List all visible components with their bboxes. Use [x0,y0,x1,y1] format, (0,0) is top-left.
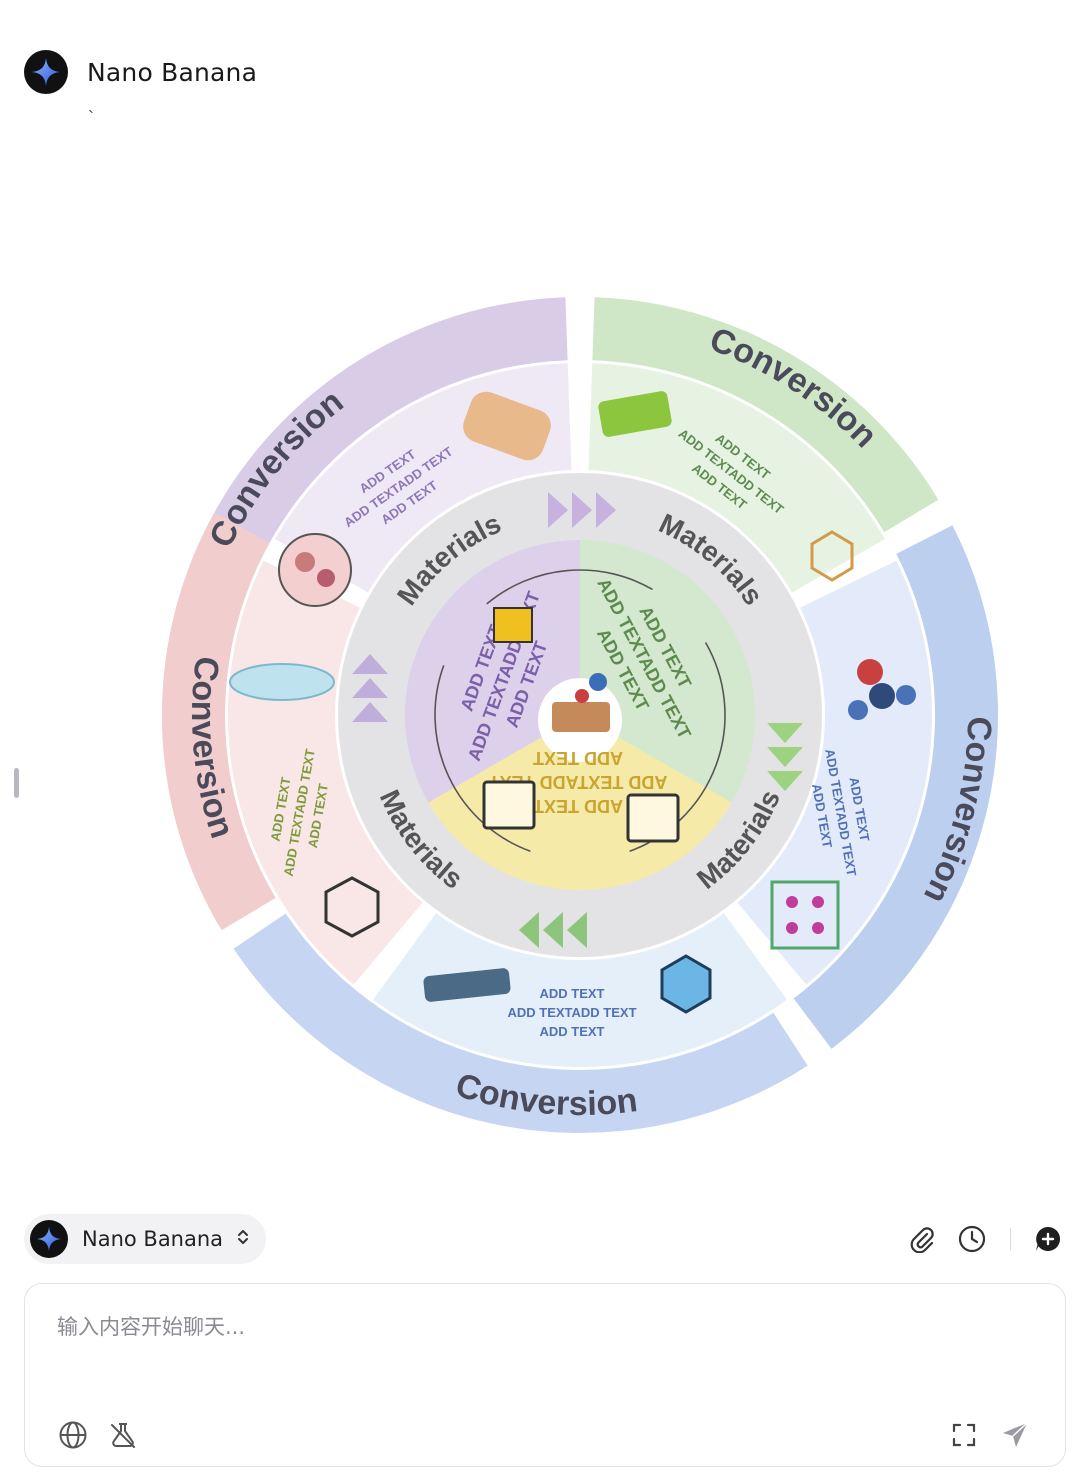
cell-nucleus [317,569,335,587]
sparkle-star-icon [24,50,68,94]
cell-illustration [279,534,351,606]
monitor-device-right [626,793,680,843]
arrows-top [548,492,616,528]
graphene-hexagon-illustration [324,876,380,938]
crystal-lattice-illustration [463,391,551,461]
flow-arrow-top [486,569,653,605]
molecule-atom [896,685,916,705]
molecule-atom [857,659,883,685]
flask-icon [111,1423,135,1448]
chat-composer [24,1283,1066,1467]
cell-outline [278,533,352,607]
cell-nucleus [295,552,315,572]
add-text-line: ADD TEXT [540,986,605,1001]
toolbar-divider [1010,1228,1011,1250]
add-text-line: ADD TEXT [540,1024,605,1039]
chevron-arrow [767,723,803,743]
sparkle-star-icon [30,1220,68,1258]
hexagon-crystal-illustration [660,954,712,1014]
conversion-segment-blue-bottom [233,913,808,1133]
lattice-atom [812,922,824,934]
molecule-atom [869,683,895,709]
panel-blue-bottom [373,913,787,1067]
probe-atom [575,689,589,703]
chat-header: Nano Banana [24,48,257,96]
arrows-bottom [519,912,587,948]
probe-atom [589,673,607,691]
flow-arrow-left [434,665,531,853]
web-search-button[interactable] [56,1418,90,1452]
beaker-device-illustration [493,607,533,643]
chevron-arrow [352,702,388,722]
app-title: Nano Banana [87,57,258,87]
chevron-arrow [572,492,592,528]
conversion-segment-blue-right [793,525,998,1049]
monitor-device-left [482,780,536,830]
expand-icon [952,1423,976,1447]
expand-button[interactable] [947,1418,981,1452]
chevron-arrow [352,654,388,674]
send-button[interactable] [998,1418,1032,1452]
chevron-arrow [767,747,803,767]
add-text-line: ADD TEXTADD TEXT [507,1005,636,1020]
lattice-atom [786,896,798,908]
layered-material-illustration [423,968,511,1002]
chevron-arrow [519,912,539,948]
updown-caret-icon [237,1228,249,1251]
panel-blue-right [737,560,932,985]
globe-icon [59,1421,87,1449]
core-purple [405,540,580,803]
core-green [580,540,755,803]
catalyst-block-illustration [552,702,610,732]
arrows-right [767,723,803,791]
core-yellow [428,715,732,890]
chevron-arrow [596,492,616,528]
tools-button[interactable] [106,1418,140,1452]
chevron-arrow [352,678,388,698]
model-selector[interactable]: Nano Banana [24,1214,266,1264]
attach-button[interactable] [905,1222,939,1256]
paperclip-icon [910,1227,934,1253]
molecule-atom [848,700,868,720]
chevron-arrow [548,492,568,528]
add-text-line: ADD TEXT [533,796,623,816]
chevron-arrow [567,912,587,948]
conversion-segment-pink-left [161,512,273,924]
chevron-arrow [543,912,563,948]
lattice-atom [812,896,824,908]
circular-diagram: ConversionConversionConversionConversion… [161,297,998,1133]
benzene-ring-illustration [810,530,854,582]
conversion-segment-green [592,297,939,533]
chevron-arrow [767,771,803,791]
stray-mark: ` [88,108,94,128]
arrows-left [352,654,388,722]
history-button[interactable] [955,1222,989,1256]
send-icon [1003,1422,1028,1447]
plus-circle-icon [1036,1227,1061,1251]
model-selector-label: Nano Banana [82,1227,224,1251]
add-text-line: ADD TEXT [533,748,623,768]
new-chat-button[interactable] [1031,1222,1065,1256]
perovskite-lattice-illustration [770,880,840,950]
chat-input[interactable] [55,1306,959,1348]
organelle-illustration [229,663,335,701]
text-block-bottom: ADD TEXTADD TEXTADD TEXTADD TEXT [507,986,636,1039]
clock-icon [958,1225,986,1253]
lattice-atom [786,922,798,934]
sidebar-drag-handle[interactable] [14,768,19,798]
graphene-sheet-illustration [598,391,672,437]
